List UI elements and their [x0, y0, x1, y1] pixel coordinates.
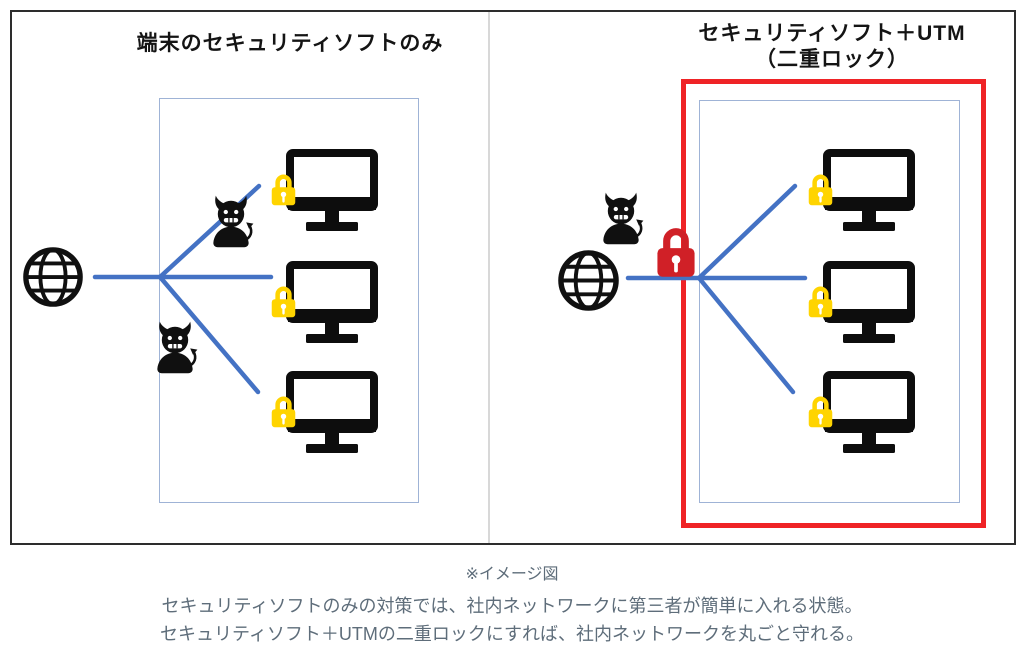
- computer-with-security-soft: [823, 149, 915, 231]
- computer-icon: [823, 149, 915, 231]
- yellow-lock-icon: [269, 170, 298, 208]
- caption-line1: セキュリティソフトのみの対策では、社内ネットワークに第三者が簡単に入れる状態。: [161, 596, 863, 616]
- right-link-top: [696, 183, 798, 281]
- computer-with-security-soft: [823, 371, 915, 453]
- internet-globe-icon: [22, 246, 84, 308]
- panel-divider: [488, 12, 490, 543]
- yellow-lock-icon: [806, 392, 835, 430]
- attacker-devil-icon: [602, 191, 645, 246]
- computer-icon: [286, 149, 378, 231]
- right-link-bottom: [696, 275, 796, 395]
- attacker-devil-icon: [212, 194, 255, 249]
- yellow-lock-icon: [269, 282, 298, 320]
- computer-icon: [286, 371, 378, 453]
- left-link-bottom: [157, 274, 261, 395]
- computer-with-security-soft: [286, 261, 378, 343]
- utm-red-lock-icon: [652, 221, 700, 281]
- caption-note: ※イメージ図: [465, 566, 559, 583]
- left-panel-title: 端末のセキュリティソフトのみ: [136, 32, 444, 55]
- computer-with-security-soft: [286, 371, 378, 453]
- right-panel-title: セキュリティソフト＋UTM （二重ロック）: [692, 21, 972, 73]
- left-lan-boundary-box: [159, 98, 419, 503]
- computer-with-security-soft: [823, 261, 915, 343]
- yellow-lock-icon: [806, 170, 835, 208]
- computer-icon: [823, 371, 915, 453]
- yellow-lock-icon: [269, 392, 298, 430]
- computer-with-security-soft: [286, 149, 378, 231]
- attacker-devil-icon: [156, 320, 199, 375]
- utm-protection-box: [681, 79, 986, 528]
- computer-icon: [286, 261, 378, 343]
- internet-globe-icon: [557, 249, 620, 312]
- computer-icon: [823, 261, 915, 343]
- yellow-lock-icon: [806, 282, 835, 320]
- right-panel-title-line2: （二重ロック）: [755, 48, 909, 71]
- right-panel-title-line1: セキュリティソフト＋UTM: [698, 22, 966, 45]
- caption-line2: セキュリティソフト＋UTMの二重ロックにすれば、社内ネットワークを丸ごと守れる。: [159, 624, 865, 644]
- right-lan-boundary-box: [699, 100, 960, 503]
